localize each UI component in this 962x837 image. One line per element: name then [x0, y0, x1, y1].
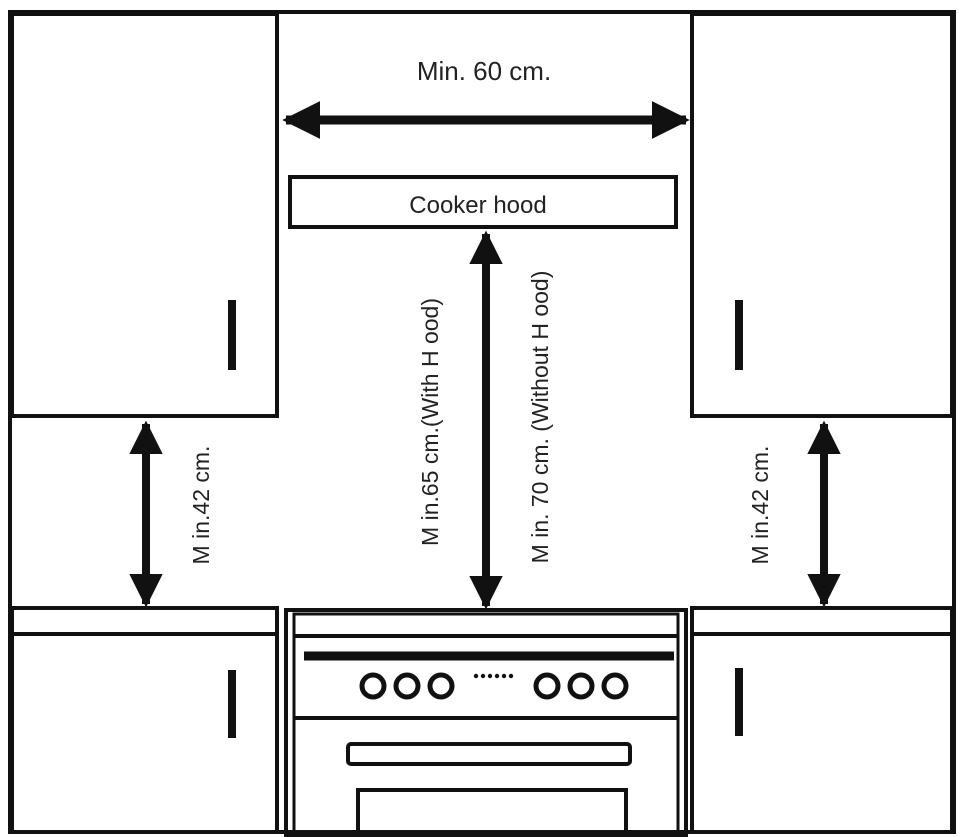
outer-frame	[8, 10, 956, 834]
left-upper-handle	[228, 300, 236, 370]
knob-group-right	[533, 672, 629, 700]
right-lower-cabinet	[690, 606, 954, 834]
right-upper-handle	[735, 300, 743, 370]
cooker-hood-label: Cooker hood	[409, 192, 546, 219]
cooker-hood: Cooker hood	[288, 175, 678, 229]
with-hood-label: M in.65 cm.(With H ood)	[417, 298, 443, 546]
stove	[284, 608, 688, 837]
left-gap-label: M in.42 cm.	[188, 446, 214, 565]
knob-group-left	[359, 672, 455, 700]
oven-handle	[346, 742, 632, 766]
width-label: Min. 60 cm.	[417, 56, 551, 86]
without-hood-label: M in. 70 cm. (Without H ood)	[527, 271, 553, 564]
oven-window	[356, 788, 628, 837]
left-upper-cabinet	[10, 12, 279, 418]
right-upper-cabinet	[690, 12, 954, 418]
left-lower-handle	[228, 670, 236, 738]
right-gap-label: M in.42 cm.	[747, 446, 773, 565]
right-lower-handle	[735, 668, 743, 736]
left-lower-cabinet	[10, 606, 279, 834]
indicator-dots	[473, 673, 514, 679]
